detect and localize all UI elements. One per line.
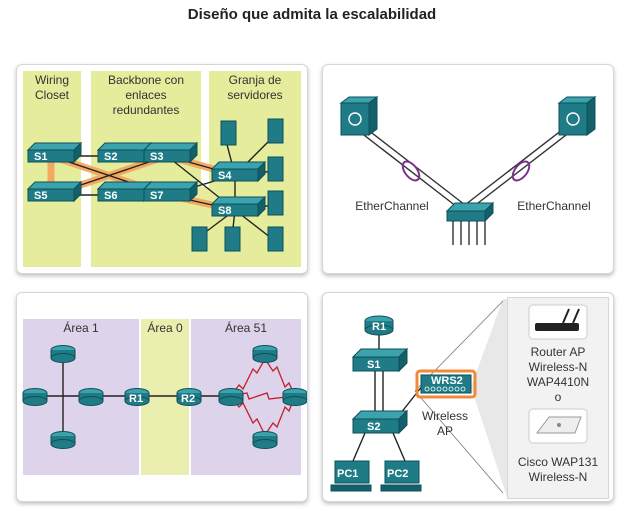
etherchannel-diagram — [339, 96, 597, 245]
access-point-device-icon — [528, 408, 588, 444]
wireless-diagram: WRS2 R1 S1 S2 PC1 — [330, 299, 588, 497]
pc-icon: PC1 — [330, 460, 372, 492]
pc2-label: PC2 — [387, 468, 408, 480]
server-icon — [224, 226, 241, 252]
wrs2-label: WRS2 — [431, 375, 463, 387]
server-icon — [267, 190, 284, 216]
page-title: Diseño que admita la escalabilidad — [187, 6, 437, 23]
server-icon — [267, 226, 284, 252]
zone-label-wiring-closet: Wiring Closet — [34, 73, 69, 102]
etherchannel-ring-left — [401, 160, 421, 182]
router-icon: R1 — [364, 315, 394, 336]
switch-label: S4 — [218, 170, 232, 182]
area-label-51: Área 51 — [224, 321, 268, 335]
router-ap-device-icon — [528, 304, 588, 340]
area-label-1: Área 1 — [63, 321, 99, 335]
switch-icon: S2 — [351, 409, 409, 435]
switch-icon-s2: S2 — [96, 141, 153, 164]
switch-label: S5 — [34, 190, 47, 202]
switch-icon-s4: S4 — [210, 160, 267, 183]
switch-label: S1 — [34, 151, 47, 163]
area-label-0: Área 0 — [147, 321, 183, 335]
switch-icon-s3: S3 — [142, 141, 199, 164]
router-icon — [252, 345, 278, 363]
p4-s2-label: S2 — [367, 421, 380, 433]
switch-icon-s8: S8 — [210, 195, 267, 218]
router-label: R2 — [181, 393, 195, 405]
router-icon — [218, 388, 244, 406]
ospf-diagram: R1 R2 — [22, 345, 307, 449]
router-ap-label: Router AP Wireless-N WAP4410N o — [526, 345, 590, 404]
switch-icon-s6: S6 — [96, 180, 153, 203]
p4-s1-label: S1 — [367, 359, 380, 371]
zone-label-backbone: Backbone con enlaces redundantes — [107, 73, 185, 117]
wap131-label: Cisco WAP131 Wireless-N — [517, 455, 599, 484]
zone-label-server-farm: Granja de servidores — [227, 73, 283, 102]
pc1-label: PC1 — [337, 468, 358, 480]
etherchannel-ring-right — [511, 160, 531, 182]
switch-icon-s7: S7 — [142, 180, 199, 203]
router-icon — [78, 388, 104, 406]
etherchannel-label-left: EtherChannel — [355, 199, 429, 213]
panel-scalable-backbone: Wiring Closet Backbone con enlaces redun… — [16, 64, 308, 274]
switch-label: S7 — [150, 190, 163, 202]
switch-icon-s5: S5 — [26, 180, 83, 203]
panel-wireless: WRS2 R1 S1 S2 PC1 — [322, 292, 614, 502]
p4-r1-label: R1 — [372, 321, 386, 333]
router-label: R1 — [129, 393, 143, 405]
panel-ospf-areas: Área 1 Área 0 Área 51 R1 R2 — [16, 292, 308, 502]
router-icon-r1: R1 — [124, 388, 150, 406]
switch-label: S3 — [150, 151, 163, 163]
multilayer-switch-icon — [339, 96, 379, 136]
access-switch-icon — [445, 201, 495, 223]
panel-etherchannel: EtherChannel EtherChannel — [322, 64, 614, 274]
router-icon — [22, 388, 48, 406]
switch-label: S2 — [104, 151, 117, 163]
switch-label: S8 — [218, 205, 231, 217]
etherchannel-label-right: EtherChannel — [517, 199, 591, 213]
server-icon — [220, 120, 237, 146]
switch-icon-s1: S1 — [26, 141, 83, 164]
router-icon — [282, 388, 307, 406]
wireless-ap-label: Wireless AP — [421, 409, 468, 438]
wireless-router-icon: WRS2 — [415, 369, 477, 399]
switch-label: S6 — [104, 190, 117, 202]
switch-icon: S1 — [351, 347, 409, 373]
router-icon — [50, 345, 76, 363]
pc-icon: PC2 — [380, 460, 422, 492]
router-icon-r2: R2 — [176, 388, 202, 406]
router-icon — [252, 431, 278, 449]
wireless-devices-box — [507, 297, 609, 499]
server-icon — [267, 118, 284, 144]
multilayer-switch-icon — [557, 96, 597, 136]
server-icon — [267, 156, 284, 182]
router-icon — [50, 431, 76, 449]
server-icon — [191, 226, 208, 252]
